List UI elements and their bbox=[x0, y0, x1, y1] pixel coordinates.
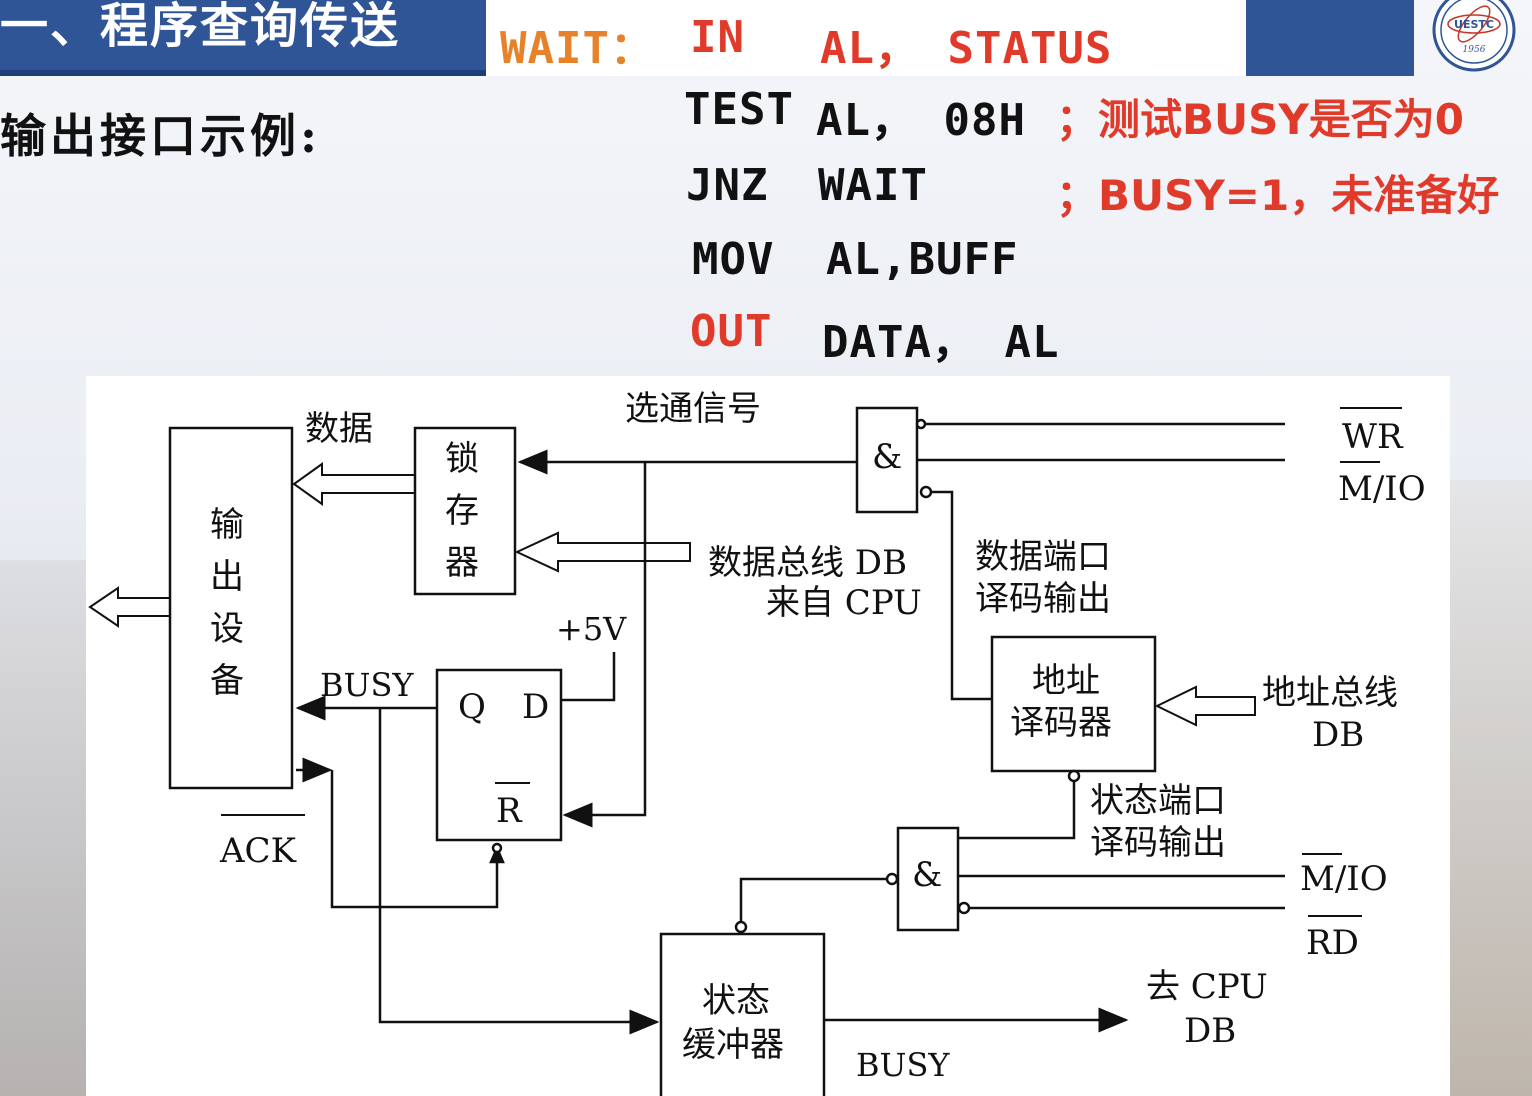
label-d: D bbox=[522, 687, 549, 727]
latch-char-1: 锁 bbox=[445, 439, 479, 479]
label-wr: WR bbox=[1342, 417, 1404, 457]
label-q: Q bbox=[458, 687, 486, 727]
label-mio-bottom: M/IO bbox=[1300, 859, 1388, 899]
label-to-cpu-2: DB bbox=[1184, 1011, 1236, 1051]
label-data: 数据 bbox=[305, 409, 373, 449]
hollow-arrow-device-out bbox=[88, 586, 171, 628]
label-dataport-1: 数据端口 bbox=[975, 537, 1111, 577]
code-op-test: TEST bbox=[684, 84, 794, 135]
label-ack: ACK bbox=[219, 831, 297, 871]
code-strip bbox=[486, 0, 1246, 76]
logo-year: 1956 bbox=[1463, 45, 1486, 55]
latch-char-2: 存 bbox=[445, 491, 479, 531]
code-comment-test: ；测试BUSY是否为0 bbox=[1056, 95, 1465, 144]
latch-char-3: 器 bbox=[445, 543, 479, 583]
label-addr-decoder-2: 译码器 bbox=[1010, 703, 1112, 743]
label-statusbuffer-2: 缓冲器 bbox=[682, 1025, 784, 1065]
label-statusbuffer-1: 状态 bbox=[702, 981, 770, 1021]
label-plus5v: +5V bbox=[556, 610, 627, 648]
output-device-char-4: 备 bbox=[210, 661, 244, 701]
label-strobe: 选通信号 bbox=[625, 389, 761, 429]
hollow-arrow-latch-to-device bbox=[292, 462, 416, 506]
label-statusport-2: 译码输出 bbox=[1090, 823, 1226, 863]
latch-box bbox=[413, 426, 517, 596]
label-dataport-2: 译码输出 bbox=[975, 579, 1111, 619]
output-device-box bbox=[168, 426, 294, 790]
title-underline bbox=[0, 70, 486, 76]
code-op-out: OUT bbox=[690, 306, 773, 357]
label-busy-top: BUSY bbox=[320, 666, 414, 704]
code-args-in: AL， STATUS bbox=[820, 23, 1113, 74]
title-bar: 一、程序查询传送 bbox=[0, 0, 486, 76]
label-rd: RD bbox=[1306, 923, 1359, 963]
code-op-jnz: JNZ bbox=[686, 160, 769, 211]
code-label-wait: WAIT： bbox=[500, 23, 655, 74]
subheading: 输出接口示例: bbox=[0, 109, 321, 163]
logo-text: UESTC bbox=[1454, 18, 1494, 31]
diagram-panel bbox=[86, 376, 1450, 1096]
label-mio-top: M/IO bbox=[1338, 469, 1426, 509]
output-device-char-3: 设 bbox=[210, 609, 244, 649]
code-args-test: AL， 08H bbox=[816, 95, 1026, 146]
hollow-arrow-databus-to-latch bbox=[514, 531, 691, 573]
code-args-jnz: WAIT bbox=[818, 160, 928, 211]
label-statusport-1: 状态端口 bbox=[1090, 781, 1226, 821]
output-device-char-1: 输 bbox=[210, 505, 244, 545]
label-databus-1: 数据总线 DB bbox=[708, 543, 907, 583]
label-addrbus-1: 地址总线 bbox=[1262, 673, 1398, 713]
and-symbol-bottom: & bbox=[912, 855, 942, 895]
background-building-right bbox=[1447, 480, 1532, 1096]
code-args-mov: AL,BUFF bbox=[826, 234, 1019, 285]
and-symbol-top: & bbox=[872, 437, 902, 477]
background-building-left bbox=[0, 560, 90, 1096]
flipflop-box bbox=[435, 668, 563, 842]
label-busy-bottom: BUSY bbox=[856, 1046, 950, 1084]
code-args-out: DATA， AL bbox=[822, 317, 1060, 368]
code-op-mov: MOV bbox=[692, 234, 775, 285]
label-r: R bbox=[496, 791, 523, 831]
code-op-in: IN bbox=[690, 12, 745, 63]
output-device-char-2: 出 bbox=[210, 557, 244, 597]
code-comment-jnz: ；BUSY=1，未准备好 bbox=[1056, 171, 1500, 220]
slide-title: 一、程序查询传送 bbox=[0, 0, 401, 54]
header-right-bar bbox=[1246, 0, 1414, 76]
label-to-cpu-1: 去 CPU bbox=[1146, 967, 1268, 1007]
label-addr-decoder-1: 地址 bbox=[1032, 661, 1100, 701]
label-addrbus-2: DB bbox=[1312, 715, 1364, 755]
label-databus-2: 来自 CPU bbox=[766, 583, 922, 623]
university-logo: UESTC 1956 bbox=[1432, 0, 1516, 72]
hollow-arrow-addrbus-to-decoder bbox=[1154, 685, 1256, 727]
